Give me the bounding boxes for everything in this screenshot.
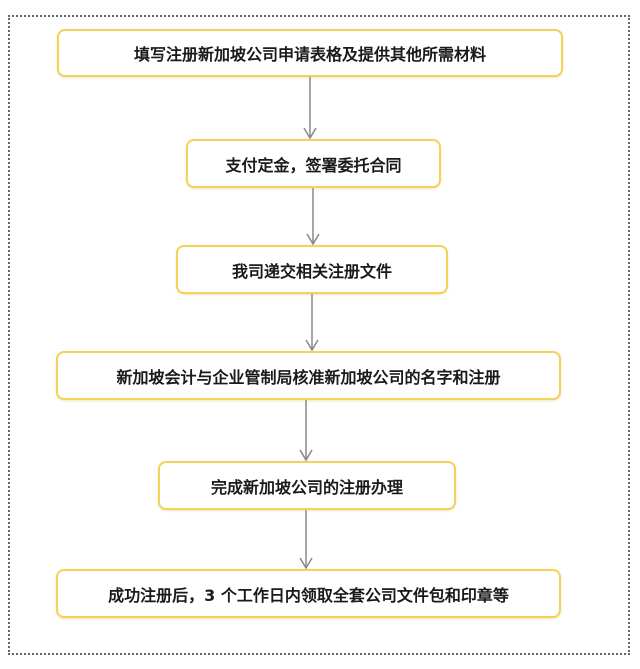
step-2-box: 支付定金，签署委托合同 [186, 139, 441, 188]
step-1-box: 填写注册新加坡公司申请表格及提供其他所需材料 [57, 29, 563, 77]
step-4-label: 新加坡会计与企业管制局核准新加坡公司的名字和注册 [116, 367, 501, 387]
step-1-label: 填写注册新加坡公司申请表格及提供其他所需材料 [133, 45, 486, 64]
arrow-3-4 [305, 294, 319, 352]
step-4-box: 新加坡会计与企业管制局核准新加坡公司的名字和注册 [56, 351, 561, 400]
step-5-box: 完成新加坡公司的注册办理 [158, 461, 456, 510]
arrow-4-5 [299, 400, 313, 462]
step-2-label: 支付定金，签署委托合同 [225, 155, 402, 175]
step-6-box: 成功注册后，3 个工作日内领取全套公司文件包和印章等 [56, 569, 561, 618]
arrow-1-2 [303, 76, 317, 140]
arrow-2-3 [306, 188, 320, 246]
step-3-label: 我司递交相关注册文件 [231, 261, 392, 281]
step-6-label: 成功注册后，3 个工作日内领取全套公司文件包和印章等 [108, 585, 509, 605]
step-3-box: 我司递交相关注册文件 [176, 245, 448, 294]
dashed-frame [8, 15, 630, 655]
step-5-label: 完成新加坡公司的注册办理 [210, 477, 403, 497]
arrow-5-6 [299, 510, 313, 570]
